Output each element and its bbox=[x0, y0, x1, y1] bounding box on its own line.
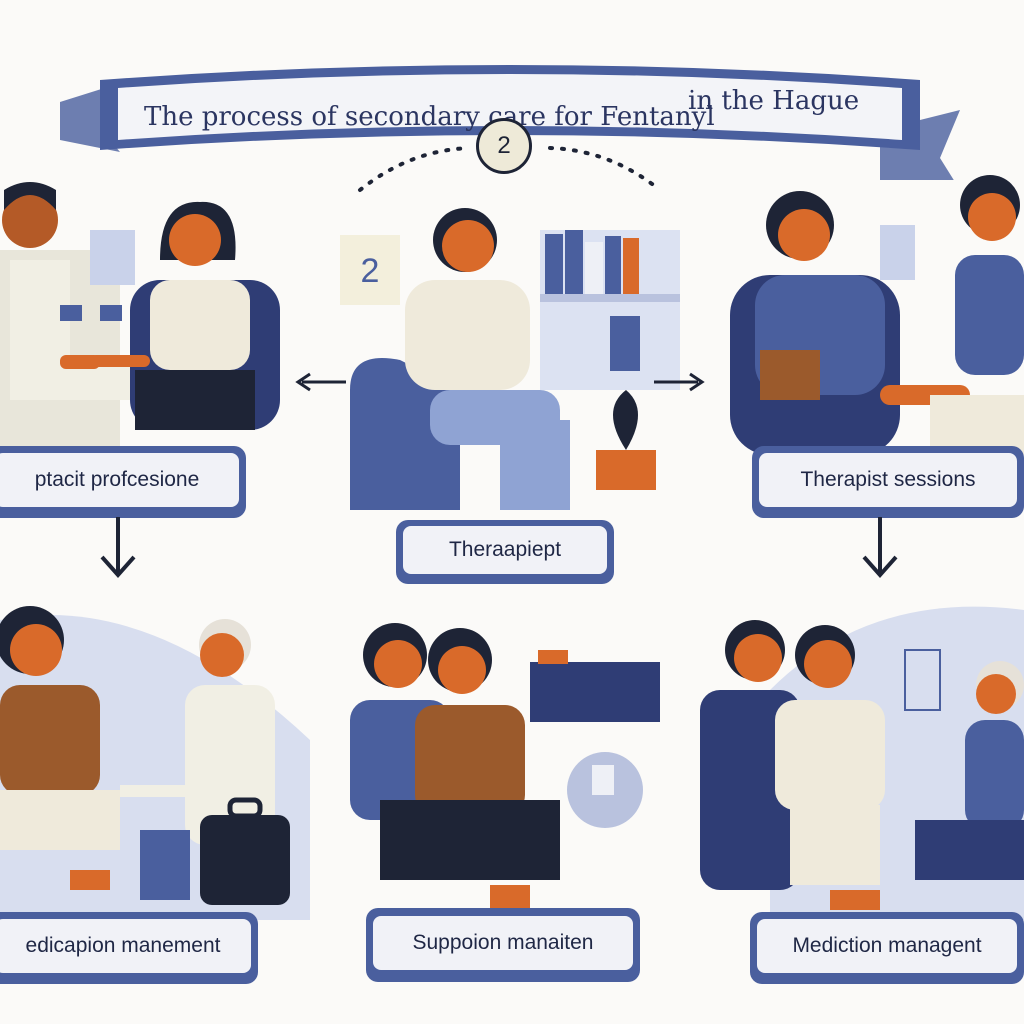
arrow-left-icon bbox=[295, 372, 346, 392]
plant-icon bbox=[596, 450, 656, 490]
label-top-center: Theraapiept bbox=[396, 520, 614, 584]
banner-ribbon bbox=[60, 65, 960, 180]
label-top-right-text: Therapist sessions bbox=[759, 453, 1017, 507]
label-top-right: Therapist sessions bbox=[752, 446, 1024, 518]
arrow-right-icon bbox=[654, 372, 705, 392]
illustration-therapy-session bbox=[730, 175, 1024, 455]
label-bottom-right-text: Mediction managent bbox=[757, 919, 1017, 973]
label-bottom-center-text: Suppoion manaiten bbox=[373, 916, 633, 970]
label-top-left-text: ptacit profcesione bbox=[0, 453, 239, 507]
label-bottom-center: Suppoion manaiten bbox=[366, 908, 640, 982]
dotted-connector bbox=[358, 146, 662, 192]
scene-top-center: 2 bbox=[340, 190, 690, 510]
calendar-number: 2 bbox=[361, 252, 380, 290]
scene-bottom-left bbox=[0, 590, 330, 920]
step-number-badge: 2 bbox=[476, 118, 532, 174]
illustration-medication-consult bbox=[0, 606, 310, 920]
scene-bottom-center bbox=[340, 620, 690, 920]
label-bottom-right: Mediction managent bbox=[750, 912, 1024, 984]
arrow-down-icon bbox=[100, 517, 136, 579]
calendar-icon bbox=[340, 235, 400, 305]
label-bottom-left-text: edicapion manement bbox=[0, 919, 251, 973]
bookshelf-icon bbox=[530, 662, 660, 722]
label-top-center-text: Theraapiept bbox=[403, 526, 607, 574]
arrow-down-icon bbox=[862, 517, 898, 579]
illustration-medication-review bbox=[700, 606, 1024, 920]
title-suffix: in the Hague bbox=[688, 86, 860, 116]
illustration-therapist: 2 bbox=[340, 208, 680, 510]
illustration-support-group bbox=[350, 623, 660, 910]
title-main: The process of secondary care for Fentan… bbox=[144, 102, 715, 132]
label-bottom-left: edicapion manement bbox=[0, 912, 258, 984]
label-top-left: ptacit profcesione bbox=[0, 446, 246, 518]
briefcase-icon bbox=[200, 815, 290, 905]
scene-top-right bbox=[730, 175, 1024, 465]
illustration-consultation bbox=[0, 182, 280, 450]
title-banner: The process of secondary care for Fentan… bbox=[60, 40, 960, 180]
scene-bottom-right bbox=[700, 590, 1024, 920]
scene-top-left bbox=[0, 180, 290, 460]
